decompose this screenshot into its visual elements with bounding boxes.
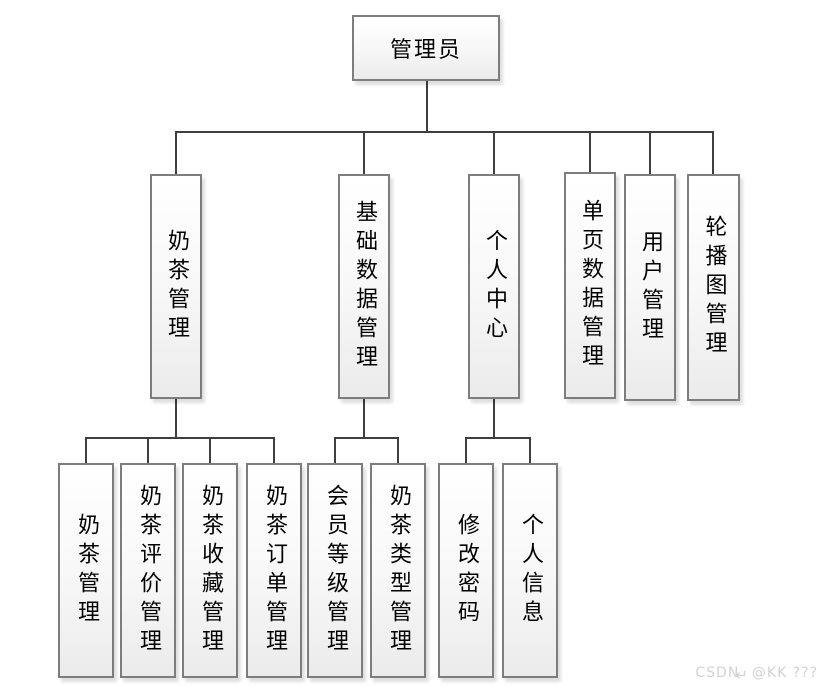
node-label: 奶茶类型管理	[386, 483, 411, 658]
watermark-brand: CSDN	[695, 665, 740, 681]
node-milk-tea-management-sub: 奶茶管理	[58, 463, 114, 678]
node-label: 奶茶订单管理	[262, 483, 287, 658]
node-user-management: 用户管理	[624, 174, 676, 401]
node-carousel-management: 轮播图管理	[687, 174, 740, 401]
connector-line	[529, 437, 531, 463]
node-milk-tea-order-management: 奶茶订单管理	[246, 463, 302, 678]
node-label: 基础数据管理	[352, 199, 377, 374]
connector-line	[397, 437, 399, 463]
node-label: 奶茶评价管理	[136, 483, 161, 658]
connector-line	[175, 399, 177, 437]
node-personal-center: 个人中心	[468, 174, 520, 399]
connector-line	[712, 131, 714, 174]
connector-line	[589, 131, 591, 174]
node-member-level-management: 会员等级管理	[307, 463, 363, 678]
return-arrow-icon: ↵	[735, 666, 749, 684]
connector-line	[85, 437, 275, 439]
connector-line	[493, 131, 495, 174]
connector-line	[273, 437, 275, 463]
connector-line	[209, 437, 211, 463]
node-personal-info: 个人信息	[502, 463, 558, 678]
connector-line	[493, 399, 495, 437]
node-label: 单页数据管理	[578, 198, 603, 373]
node-admin: 管理员	[352, 15, 500, 81]
watermark: CSDN ↵ @KK ???	[695, 663, 818, 684]
node-milk-tea-review-management: 奶茶评价管理	[120, 463, 176, 678]
connector-line	[175, 131, 714, 133]
connector-line	[426, 81, 428, 132]
node-label: 个人信息	[518, 512, 543, 629]
connector-line	[465, 437, 531, 439]
node-label: 管理员	[389, 38, 462, 63]
connector-line	[334, 437, 336, 463]
node-milk-tea-type-management: 奶茶类型管理	[370, 463, 426, 678]
connector-line	[85, 437, 87, 463]
node-label: 奶茶收藏管理	[198, 483, 223, 658]
node-label: 修改密码	[454, 512, 479, 629]
node-label: 个人中心	[482, 228, 507, 345]
connector-line	[465, 437, 467, 463]
node-label: 轮播图管理	[701, 215, 727, 360]
node-label: 用户管理	[638, 229, 663, 346]
node-label: 奶茶管理	[74, 512, 99, 629]
node-label: 奶茶管理	[164, 228, 189, 345]
node-label: 会员等级管理	[323, 483, 348, 658]
watermark-handle: @KK ???	[751, 665, 818, 681]
connector-line	[147, 437, 149, 463]
connector-line	[363, 399, 365, 437]
connector-line	[649, 131, 651, 174]
node-basic-data-management: 基础数据管理	[338, 174, 390, 399]
connector-line	[334, 437, 399, 439]
connector-line	[363, 131, 365, 174]
connector-line	[175, 131, 177, 174]
node-milk-tea-favorites-management: 奶茶收藏管理	[182, 463, 238, 678]
node-change-password: 修改密码	[438, 463, 494, 678]
node-single-page-data-management: 单页数据管理	[564, 172, 616, 399]
node-milk-tea-management: 奶茶管理	[150, 174, 202, 399]
